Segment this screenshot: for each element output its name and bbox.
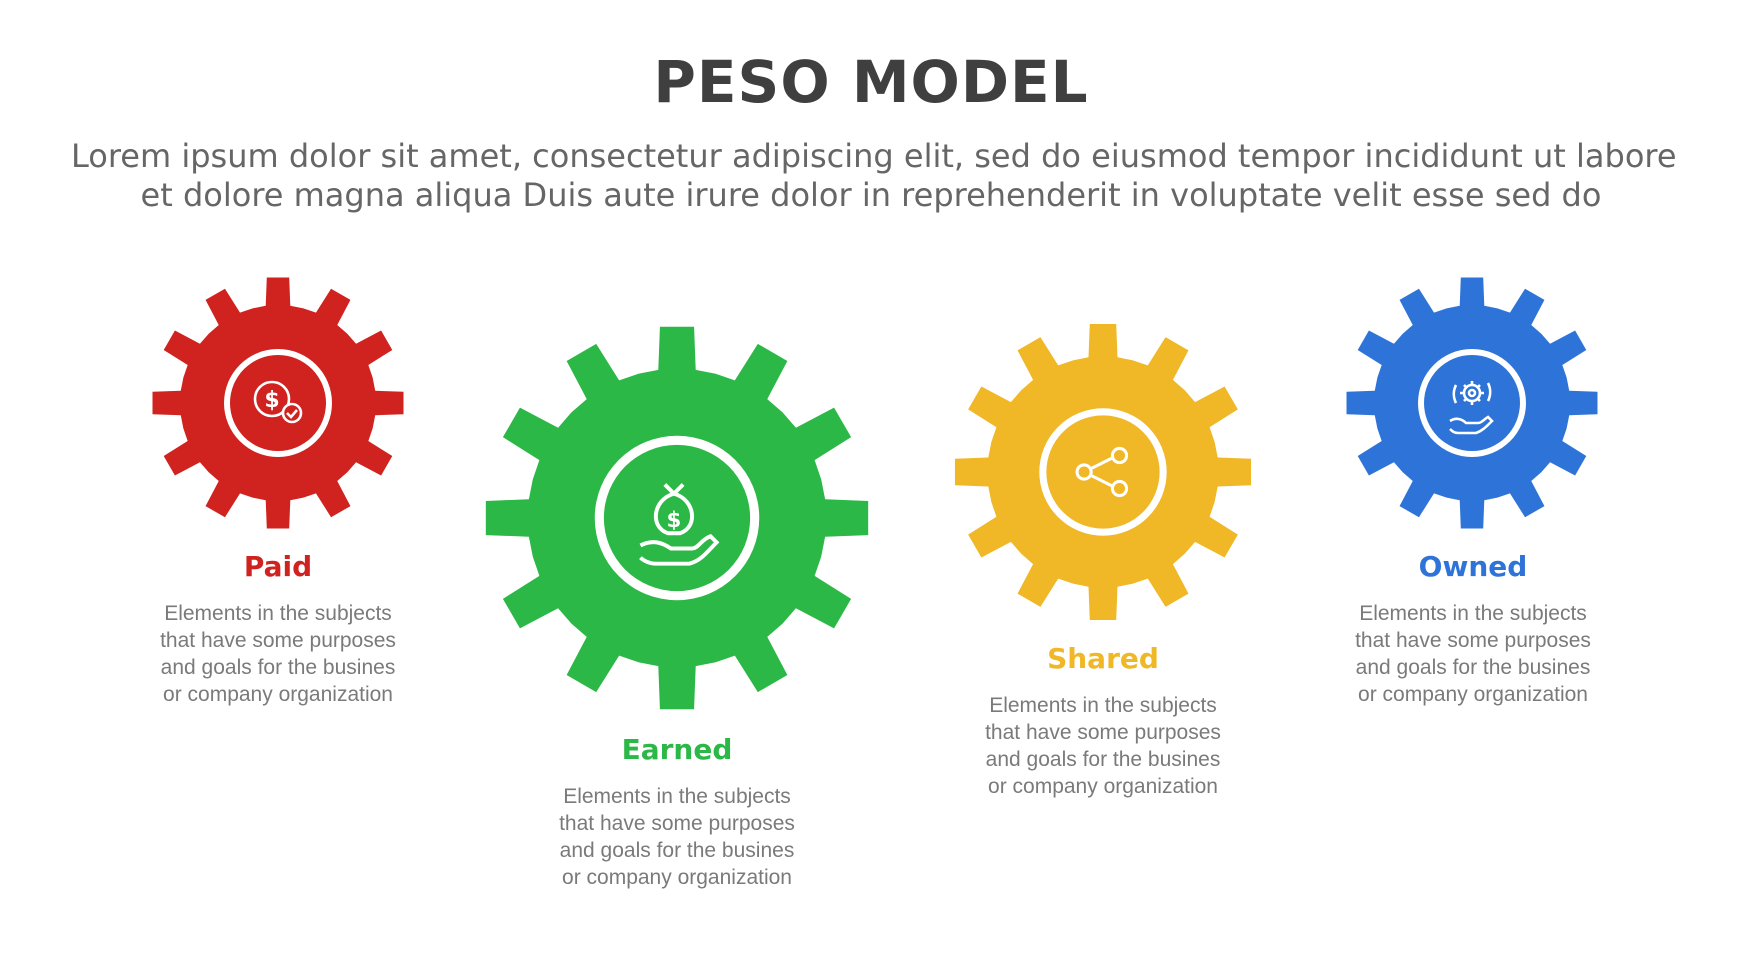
description-line: that have some purposes bbox=[160, 629, 396, 652]
description-line: that have some purposes bbox=[559, 812, 795, 835]
item-label: Owned bbox=[1418, 550, 1528, 583]
description-line: or company organization bbox=[988, 775, 1218, 798]
svg-text:$: $ bbox=[667, 508, 682, 533]
item-label: Paid bbox=[243, 550, 313, 583]
page-subtitle: Lorem ipsum dolor sit amet, consectetur … bbox=[71, 137, 1677, 215]
description-line: Elements in the subjects bbox=[989, 694, 1217, 717]
paid-gear: $ bbox=[152, 277, 404, 529]
owned-gear bbox=[1346, 277, 1598, 529]
subtitle-line: et dolore magna aliqua Duis aute irure d… bbox=[140, 176, 1602, 214]
gear-inner-disc bbox=[230, 355, 326, 451]
description-line: that have some purposes bbox=[1355, 629, 1591, 652]
description-line: and goals for the busines bbox=[160, 656, 396, 679]
item-label: Earned bbox=[621, 733, 733, 766]
description-line: or company organization bbox=[562, 866, 792, 889]
description-line: and goals for the busines bbox=[1355, 656, 1591, 679]
item-description: Elements in the subjects that have some … bbox=[1308, 600, 1638, 708]
description-line: Elements in the subjects bbox=[563, 785, 791, 808]
gear-hand-icon bbox=[1449, 381, 1494, 435]
description-line: and goals for the busines bbox=[559, 839, 795, 862]
description-line: Elements in the subjects bbox=[1359, 602, 1587, 625]
item-description: Elements in the subjects that have some … bbox=[512, 783, 842, 891]
item-description: Elements in the subjects that have some … bbox=[938, 692, 1268, 800]
page-title: PESO MODEL bbox=[653, 48, 1089, 116]
shared-gear bbox=[954, 323, 1252, 621]
earned-gear: $ bbox=[485, 326, 869, 710]
share-icon bbox=[1075, 446, 1129, 498]
subtitle-line: Lorem ipsum dolor sit amet, consectetur … bbox=[71, 137, 1677, 175]
dollar-coin-check-icon: $ bbox=[253, 380, 303, 424]
gear-inner-disc bbox=[1046, 415, 1160, 529]
item-description: Elements in the subjects that have some … bbox=[113, 600, 443, 708]
svg-text:$: $ bbox=[264, 388, 279, 413]
item-label: Shared bbox=[1047, 642, 1159, 675]
description-line: Elements in the subjects bbox=[164, 602, 392, 625]
description-line: and goals for the busines bbox=[985, 748, 1221, 771]
money-bag-hand-icon: $ bbox=[639, 483, 720, 566]
description-line: or company organization bbox=[163, 683, 393, 706]
gear-inner-disc bbox=[603, 444, 751, 592]
description-line: or company organization bbox=[1358, 683, 1588, 706]
description-line: that have some purposes bbox=[985, 721, 1221, 744]
